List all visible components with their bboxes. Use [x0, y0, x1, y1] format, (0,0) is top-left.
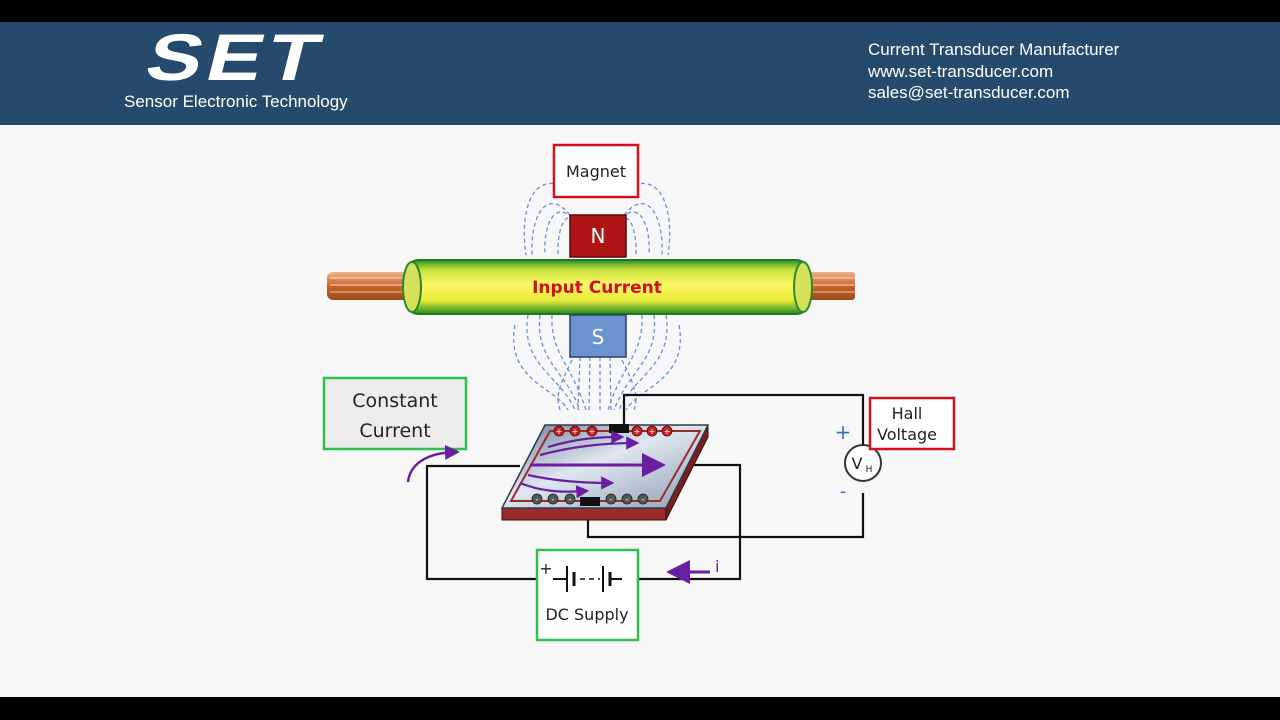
copper-strands-left	[327, 272, 417, 300]
svg-text:+: +	[634, 427, 641, 436]
current-direction-arrow: i	[666, 557, 719, 584]
south-pole-label: S	[592, 325, 605, 349]
field-lines-bottom	[513, 314, 681, 411]
contact-info: Current Transducer Manufacturer www.set-…	[868, 39, 1119, 104]
svg-text:-: -	[609, 495, 612, 505]
hall-minus-sign: -	[840, 481, 847, 502]
hall-voltage-label-box: Hall Voltage	[868, 396, 956, 451]
south-pole: S	[569, 314, 627, 358]
svg-text:-: -	[535, 495, 538, 505]
top-letterbox-bar	[0, 0, 1280, 22]
svg-text:+: +	[664, 427, 671, 436]
hall-voltage-line1: Hall	[892, 404, 923, 423]
set-logo: SET	[142, 26, 333, 84]
company-tagline: Sensor Electronic Technology	[124, 92, 348, 111]
voltmeter: V H	[844, 444, 882, 482]
north-pole-label: N	[591, 224, 606, 248]
current-symbol: i	[715, 557, 719, 576]
negative-charges	[531, 493, 649, 505]
positive-charges	[553, 425, 673, 437]
svg-text:-: -	[625, 495, 628, 505]
constant-current-label-box: Constant Current	[322, 376, 468, 451]
hall-effect-diagram: Magnet N Input Current	[322, 143, 956, 642]
dc-supply-box: + DC Supply	[535, 548, 640, 642]
supply-plus-sign: +	[539, 559, 552, 578]
voltmeter-subscript: H	[866, 465, 873, 475]
electron-flow-arrows	[519, 430, 666, 499]
input-current-label: Input Current	[532, 278, 662, 298]
contact-line-manufacturer: Current Transducer Manufacturer	[868, 40, 1120, 59]
diagram-area: Magnet N Input Current	[0, 125, 1280, 697]
magnet-label: Magnet	[566, 162, 626, 181]
magnet-label-box: Magnet	[552, 143, 640, 199]
contact-line-email: sales@set-transducer.com	[868, 83, 1070, 102]
svg-text:-: -	[551, 495, 554, 505]
svg-text:-: -	[641, 495, 644, 505]
constant-current-line1: Constant	[352, 390, 437, 412]
svg-text:+: +	[556, 427, 563, 436]
constant-current-line2: Current	[359, 420, 430, 442]
svg-text:+: +	[572, 427, 579, 436]
svg-text:+: +	[589, 427, 596, 436]
constant-current-arrow	[406, 444, 460, 483]
contact-line-website: www.set-transducer.com	[868, 61, 1054, 81]
north-pole: N	[569, 214, 627, 258]
bottom-letterbox-bar	[0, 697, 1280, 720]
svg-text:+: +	[649, 427, 656, 436]
hall-plate: + + + + + + - - - - - -	[500, 424, 710, 521]
voltmeter-symbol: V	[852, 454, 863, 473]
input-wire: Input Current	[402, 259, 813, 315]
dc-supply-label: DC Supply	[545, 605, 628, 624]
hall-voltage-line2: Voltage	[877, 425, 937, 444]
field-lines-top	[523, 182, 671, 256]
hall-plus-sign: +	[835, 420, 852, 444]
header-banner: SET Sensor Electronic Technology Current…	[0, 22, 1280, 125]
logo-text: SET	[142, 26, 333, 84]
svg-text:-: -	[568, 495, 571, 505]
